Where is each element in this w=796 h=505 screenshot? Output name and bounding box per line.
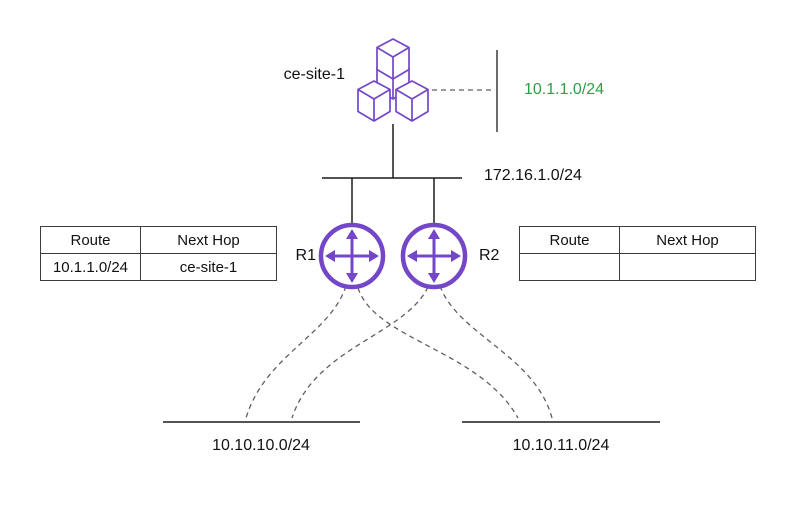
r1-to-left-network-curve	[245, 285, 347, 419]
right-network-label: 10.10.11.0/24	[512, 437, 610, 454]
route-column-header: Route	[519, 226, 620, 254]
left-network-label: 10.10.10.0/24	[212, 437, 310, 454]
table-header-row: Route Next Hop	[40, 226, 277, 254]
router-r2-icon	[400, 222, 468, 290]
r2-to-right-network-curve	[439, 285, 553, 419]
next-hop-cell: ce-site-1	[140, 253, 277, 281]
router-r1-icon	[318, 222, 386, 290]
router-r1-label: R1	[295, 247, 316, 264]
route-cell	[519, 253, 620, 281]
site-label: ce-site-1	[283, 66, 345, 83]
route-column-header: Route	[40, 226, 141, 254]
table-header-row: Route Next Hop	[519, 226, 756, 254]
r1-route-table: Route Next Hop 10.1.1.0/24 ce-site-1	[40, 226, 277, 281]
next-hop-column-header: Next Hop	[619, 226, 756, 254]
lan-subnet-label: 172.16.1.0/24	[484, 167, 582, 184]
router-r2-label: R2	[479, 247, 500, 264]
r2-route-table: Route Next Hop	[519, 226, 756, 281]
next-hop-column-header: Next Hop	[140, 226, 277, 254]
table-row: 10.1.1.0/24 ce-site-1	[40, 253, 277, 281]
r2-to-left-network-curve	[291, 286, 429, 419]
site-cubes-icon	[357, 38, 429, 122]
next-hop-cell	[619, 253, 756, 281]
r1-to-right-network-curve	[357, 287, 519, 419]
table-row	[519, 253, 756, 281]
route-cell: 10.1.1.0/24	[40, 253, 141, 281]
stub-network-label: 10.1.1.0/24	[524, 81, 605, 98]
